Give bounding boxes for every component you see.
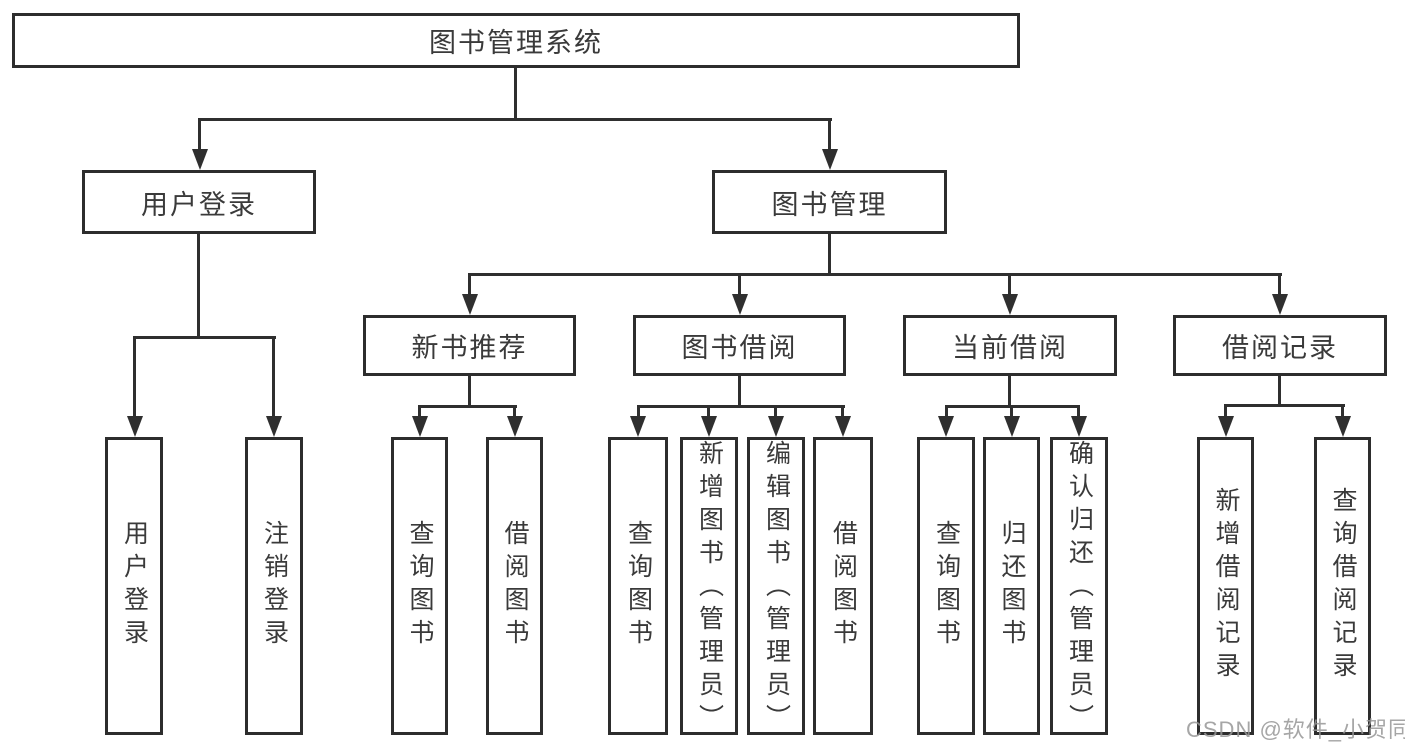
connector-arrowhead-icon — [938, 416, 954, 437]
node-new-book-recommendation: 新书推荐 — [363, 315, 576, 376]
connector-arrowhead-icon — [411, 416, 428, 437]
connector-arrowhead-icon — [265, 416, 282, 437]
leaf-borrow-books-borrowing-label: 借阅图书 — [829, 520, 858, 652]
leaf-user-login: 用户登录 — [105, 437, 163, 735]
connector-line — [1278, 273, 1281, 296]
connector-line — [1224, 404, 1227, 418]
connector-line — [514, 68, 517, 120]
connector-line — [197, 234, 200, 338]
connector-arrowhead-icon — [191, 149, 208, 170]
leaf-confirm-return-admin: 确认归还（管理员） — [1050, 437, 1108, 737]
leaf-borrow-books-recommend: 借阅图书 — [486, 437, 543, 735]
leaf-borrow-books-borrowing: 借阅图书 — [813, 437, 873, 735]
leaf-logout-label: 注销登录 — [260, 520, 289, 652]
connector-arrowhead-icon — [701, 416, 717, 437]
connector-line — [637, 405, 845, 408]
connector-line — [468, 273, 471, 296]
connector-line — [468, 273, 1282, 276]
connector-line — [738, 376, 741, 407]
leaf-add-book-admin-label: 新增图书（管理员） — [695, 440, 724, 737]
connector-line — [1008, 376, 1011, 407]
leaf-query-books-current: 查询图书 — [917, 437, 975, 735]
connector-arrowhead-icon — [1003, 416, 1020, 437]
connector-arrowhead-icon — [821, 149, 838, 170]
connector-arrowhead-icon — [835, 416, 851, 437]
connector-line — [738, 273, 741, 296]
leaf-add-borrow-record: 新增借阅记录 — [1197, 437, 1254, 735]
leaf-return-book: 归还图书 — [983, 437, 1040, 735]
leaf-query-books-recommend: 查询图书 — [391, 437, 448, 735]
leaf-borrow-books-recommend-label: 借阅图书 — [501, 520, 529, 652]
node-user-login-group: 用户登录 — [82, 170, 316, 234]
node-book-borrowing: 图书借阅 — [633, 315, 846, 376]
connector-line — [418, 405, 421, 418]
node-current-borrowing: 当前借阅 — [903, 315, 1117, 376]
connector-line — [468, 376, 471, 407]
leaf-query-borrow-record: 查询借阅记录 — [1314, 437, 1371, 735]
node-borrowing-records: 借阅记录 — [1173, 315, 1387, 376]
leaf-query-books-borrowing: 查询图书 — [608, 437, 668, 735]
connector-line — [828, 118, 831, 151]
connector-line — [774, 405, 777, 418]
leaf-return-book-label: 归还图书 — [998, 520, 1026, 652]
leaf-add-borrow-record-label: 新增借阅记录 — [1212, 487, 1240, 685]
connector-arrowhead-icon — [1070, 416, 1087, 437]
leaf-query-borrow-record-label: 查询借阅记录 — [1329, 487, 1357, 685]
csdn-watermark: CSDN @软件_小贺同学 — [1186, 717, 1405, 742]
connector-arrowhead-icon — [1001, 294, 1018, 315]
connector-arrowhead-icon — [126, 416, 143, 437]
connector-line — [637, 405, 640, 418]
leaf-query-books-current-label: 查询图书 — [932, 520, 961, 652]
leaf-confirm-return-admin-label: 确认归还（管理员） — [1065, 440, 1094, 737]
connector-line — [1278, 376, 1281, 406]
connector-line — [707, 405, 710, 418]
leaf-user-login-label: 用户登录 — [120, 520, 149, 652]
connector-arrowhead-icon — [630, 416, 646, 437]
leaf-query-books-borrowing-label: 查询图书 — [624, 520, 653, 652]
connector-arrowhead-icon — [1271, 294, 1288, 315]
connector-arrowhead-icon — [506, 416, 523, 437]
leaf-edit-book-admin: 编辑图书（管理员） — [747, 437, 805, 737]
connector-line — [1341, 404, 1344, 418]
connector-arrowhead-icon — [1334, 416, 1351, 437]
connector-arrowhead-icon — [461, 294, 478, 315]
leaf-query-books-recommend-label: 查询图书 — [406, 520, 434, 652]
leaf-add-book-admin: 新增图书（管理员） — [680, 437, 738, 737]
node-root: 图书管理系统 — [12, 13, 1020, 68]
connector-arrowhead-icon — [731, 294, 748, 315]
connector-line — [418, 405, 517, 408]
connector-line — [198, 118, 201, 151]
connector-arrowhead-icon — [1217, 416, 1234, 437]
connector-arrowhead-icon — [768, 416, 784, 437]
connector-line — [1077, 405, 1080, 418]
connector-line — [513, 405, 516, 418]
connector-line — [133, 336, 276, 339]
connector-line — [1010, 405, 1013, 418]
connector-line — [841, 405, 844, 418]
leaf-edit-book-admin-label: 编辑图书（管理员） — [762, 440, 791, 737]
node-book-management: 图书管理 — [712, 170, 947, 234]
connector-line — [945, 405, 948, 418]
connector-line — [272, 336, 275, 418]
connector-line — [828, 234, 831, 276]
connector-line — [133, 336, 136, 418]
connector-line — [1224, 404, 1345, 407]
leaf-logout: 注销登录 — [245, 437, 303, 735]
connector-line — [198, 118, 832, 121]
connector-line — [1008, 273, 1011, 296]
